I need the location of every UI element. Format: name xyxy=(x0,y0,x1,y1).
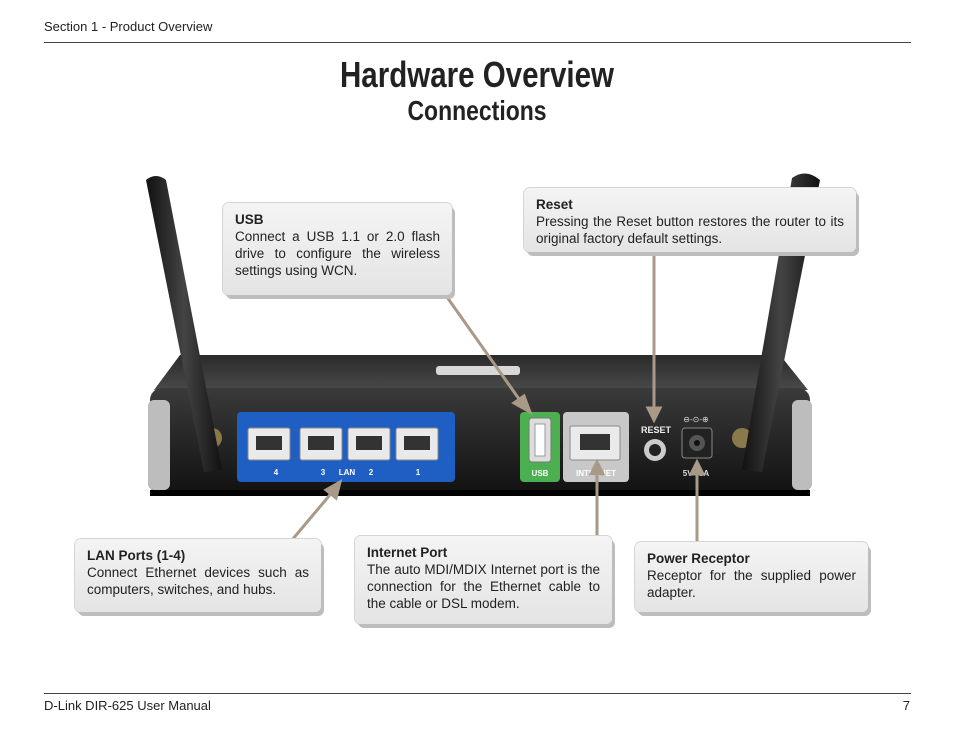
page-number: 7 xyxy=(902,698,910,713)
lan-callout-body: Connect Ethernet devices such as compute… xyxy=(87,565,309,597)
internet-callout: Internet Port The auto MDI/MDIX Internet… xyxy=(355,536,612,624)
power-polarity-icon: ⊖-⊙-⊕ xyxy=(683,415,708,424)
power-callout-body: Receptor for the supplied power adapter. xyxy=(647,568,856,600)
left-side-cap xyxy=(148,400,170,490)
internet-callout-title: Internet Port xyxy=(367,545,448,560)
reset-callout-title: Reset xyxy=(536,197,573,212)
lan-callout: LAN Ports (1-4) Connect Ethernet devices… xyxy=(75,539,321,612)
internet-callout-body: The auto MDI/MDIX Internet port is the c… xyxy=(367,562,600,611)
power-label: 5V⎓3A xyxy=(683,469,710,478)
reset-label: RESET xyxy=(641,425,672,435)
lan-number-2: 2 xyxy=(369,468,374,477)
usb-callout-body: Connect a USB 1.1 or 2.0 flash drive to … xyxy=(235,229,440,278)
page-title: Hardware Overview xyxy=(339,54,615,95)
lan-number-3: 3 xyxy=(321,468,326,477)
footer-manual-title: D-Link DIR-625 User Manual xyxy=(44,698,211,713)
reset-callout-body: Pressing the Reset button restores the r… xyxy=(536,214,844,246)
lan-number-4: 4 xyxy=(274,468,279,477)
reset-callout: Reset Pressing the Reset button restores… xyxy=(524,188,856,252)
page-subtitle: Connections xyxy=(407,95,547,126)
left-antenna xyxy=(146,176,222,472)
router-top-slot xyxy=(436,366,520,375)
usb-callout: USB Connect a USB 1.1 or 2.0 flash drive… xyxy=(223,203,452,295)
footer-rule xyxy=(44,693,911,694)
internet-label: INTERNET xyxy=(576,469,616,478)
power-callout: Power Receptor Receptor for the supplied… xyxy=(635,542,868,612)
header-rule xyxy=(44,42,911,43)
usb-callout-title: USB xyxy=(235,212,264,227)
lan-callout-title: LAN Ports (1-4) xyxy=(87,548,186,563)
right-side-cap xyxy=(792,400,812,490)
lan-label: LAN xyxy=(339,468,356,477)
section-header: Section 1 - Product Overview xyxy=(44,19,213,34)
lan-number-1: 1 xyxy=(416,468,421,477)
power-callout-title: Power Receptor xyxy=(647,551,750,566)
usb-label: USB xyxy=(532,469,549,478)
